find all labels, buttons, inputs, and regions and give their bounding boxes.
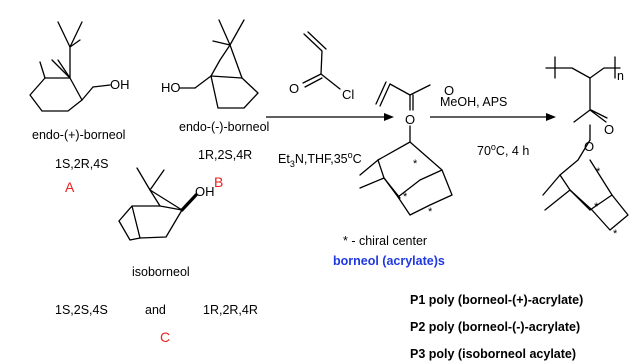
compound-b-config: 1R,2S,4R xyxy=(198,148,252,162)
polymer-chiral-star-3: * xyxy=(613,228,618,240)
polymer-ester-oxygen: O xyxy=(584,139,594,154)
reaction-arrow-2: MeOH, APS 70oC, 4 h xyxy=(430,95,556,158)
compound-c-letter: C xyxy=(160,329,170,345)
compound-c-and: and xyxy=(145,303,166,317)
product-p1: P1 poly (borneol-(+)-acrylate) xyxy=(410,293,583,307)
reaction-arrow-1: Et3N,THF,35oC xyxy=(266,113,394,169)
step2-conditions: 70oC, 4 h xyxy=(477,142,529,158)
chiral-center-note: * - chiral center xyxy=(343,234,427,248)
hydroxyl-label-a: OH xyxy=(110,77,130,92)
reagent-chlorine: Cl xyxy=(342,87,354,102)
step1-conditions: Et3N,THF,35oC xyxy=(278,150,362,169)
compound-b-name: endo-(-)-borneol xyxy=(179,120,269,134)
polymer-carbonyl-oxygen: O xyxy=(604,122,614,137)
structure-intermediate: O O * * * * - chiral center borneol (acr… xyxy=(333,81,454,268)
compound-a-config: 1S,2R,4S xyxy=(55,157,109,171)
structure-c: OH isoborneol 1S,2S,4S and 1R,2R,4R C xyxy=(55,167,258,345)
hydroxyl-label-b: HO xyxy=(161,80,181,95)
product-legend: P1 poly (borneol-(+)-acrylate) P2 poly (… xyxy=(410,293,583,361)
compound-c-name: isoborneol xyxy=(132,265,190,279)
chiral-star-2: * xyxy=(403,191,408,203)
product-p3: P3 poly (isoborneol acylate) xyxy=(410,347,576,361)
repeat-unit-n: n xyxy=(617,69,624,83)
intermediate-name: borneol (acrylate)s xyxy=(333,254,445,268)
intermediate-ester-oxygen: O xyxy=(405,112,415,127)
structure-b: HO endo-(-)-borneol 1R,2S,4R B xyxy=(161,19,269,190)
compound-c-config-1: 1S,2S,4S xyxy=(55,303,108,317)
reagent-oxygen: O xyxy=(289,81,299,96)
compound-a-name: endo-(+)-borneol xyxy=(32,128,125,142)
compound-a-letter: A xyxy=(65,179,75,195)
hydroxyl-label-c: OH xyxy=(195,184,215,199)
structure-a: OH endo-(+)-borneol 1S,2R,4S A xyxy=(29,21,130,195)
product-p2: P2 poly (borneol-(-)-acrylate) xyxy=(410,320,580,334)
polymer-chiral-star-1: * xyxy=(596,166,601,178)
acryloyl-chloride: O Cl xyxy=(289,31,354,102)
intermediate-carbonyl-oxygen: O xyxy=(444,83,454,98)
chiral-star-3: * xyxy=(428,206,433,218)
compound-c-config-2: 1R,2R,4R xyxy=(203,303,258,317)
step2-reagents: MeOH, APS xyxy=(440,95,507,109)
chiral-star-1: * xyxy=(413,158,418,170)
structure-polymer: O O n * * * xyxy=(542,56,629,240)
compound-b-letter: B xyxy=(214,174,223,190)
polymer-chiral-star-2: * xyxy=(594,201,599,213)
